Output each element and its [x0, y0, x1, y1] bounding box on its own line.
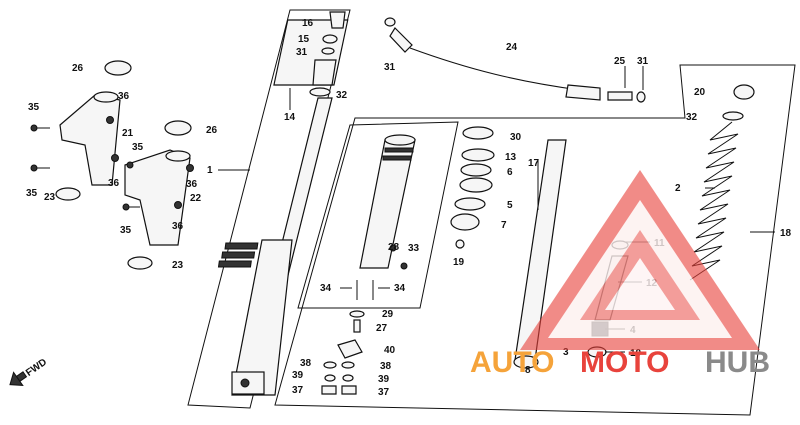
label-30: 30	[510, 132, 522, 143]
label-39: 39	[292, 370, 304, 381]
label-27: 27	[376, 323, 388, 334]
label-25: 25	[614, 56, 626, 67]
label-5: 5	[507, 200, 513, 211]
watermark-moto: MOTO	[580, 346, 669, 379]
watermark-hub: HUB	[705, 346, 770, 379]
label-1: 1	[207, 165, 213, 176]
label-38: 38	[300, 358, 312, 369]
label-35: 35	[28, 102, 40, 113]
inner-tube-right	[513, 139, 567, 369]
label-32: 32	[336, 90, 348, 101]
label-13: 13	[505, 152, 517, 163]
label-18: 18	[780, 228, 792, 239]
label-10: 10	[630, 348, 642, 359]
label-20: 20	[694, 87, 706, 98]
fwd-arrow: FWD	[9, 357, 49, 387]
watermark-auto: AUTO	[470, 346, 554, 379]
label-2: 2	[675, 183, 681, 194]
label-15: 15	[298, 34, 310, 45]
spring	[689, 121, 739, 281]
label-3: 3	[563, 347, 569, 358]
label-8: 8	[525, 365, 531, 376]
fork-brackets	[55, 60, 192, 270]
small-bolts	[30, 116, 194, 211]
label-32b: 32	[686, 112, 698, 123]
label-29: 29	[382, 309, 394, 320]
label-39b: 39	[378, 374, 390, 385]
label-33: 33	[408, 243, 420, 254]
fwd-label: FWD	[24, 357, 49, 379]
label-19: 19	[453, 257, 465, 268]
label-37: 37	[292, 385, 304, 396]
outer-frames	[187, 9, 796, 416]
label-28: 28	[388, 242, 400, 253]
label-24: 24	[506, 42, 518, 53]
watermark-logo	[520, 170, 760, 350]
label-31b: 31	[384, 62, 396, 73]
label-23b: 23	[172, 260, 184, 271]
label-36: 36	[118, 91, 130, 102]
cable-assembly	[384, 17, 646, 103]
label-36b: 36	[108, 178, 120, 189]
fork-cap-parts	[309, 11, 346, 97]
label-26: 26	[72, 63, 84, 74]
label-37b: 37	[378, 387, 390, 398]
label-36c: 36	[186, 179, 198, 190]
part-labels: 16 15 31 32 14 1 26 26 35 36 21 35 35 36…	[26, 18, 792, 398]
watermark-text: AUTO MOTO HUB	[470, 346, 770, 379]
label-34: 34	[320, 283, 332, 294]
label-22: 22	[190, 193, 202, 204]
label-35d: 35	[120, 225, 132, 236]
label-36d: 36	[172, 221, 184, 232]
label-14: 14	[284, 112, 296, 123]
label-23: 23	[44, 192, 56, 203]
label-34b: 34	[394, 283, 406, 294]
label-16: 16	[302, 18, 314, 29]
label-35c: 35	[26, 188, 38, 199]
label-40: 40	[384, 345, 396, 356]
lower-small-parts	[321, 280, 374, 395]
label-31: 31	[296, 47, 308, 58]
label-7: 7	[501, 220, 507, 231]
label-26b: 26	[206, 125, 218, 136]
label-31c: 31	[637, 56, 649, 67]
label-38b: 38	[380, 361, 392, 372]
label-35b: 35	[132, 142, 144, 153]
label-6: 6	[507, 167, 513, 178]
fork-slider-section	[359, 126, 495, 270]
label-17: 17	[528, 158, 540, 169]
label-21: 21	[122, 128, 134, 139]
